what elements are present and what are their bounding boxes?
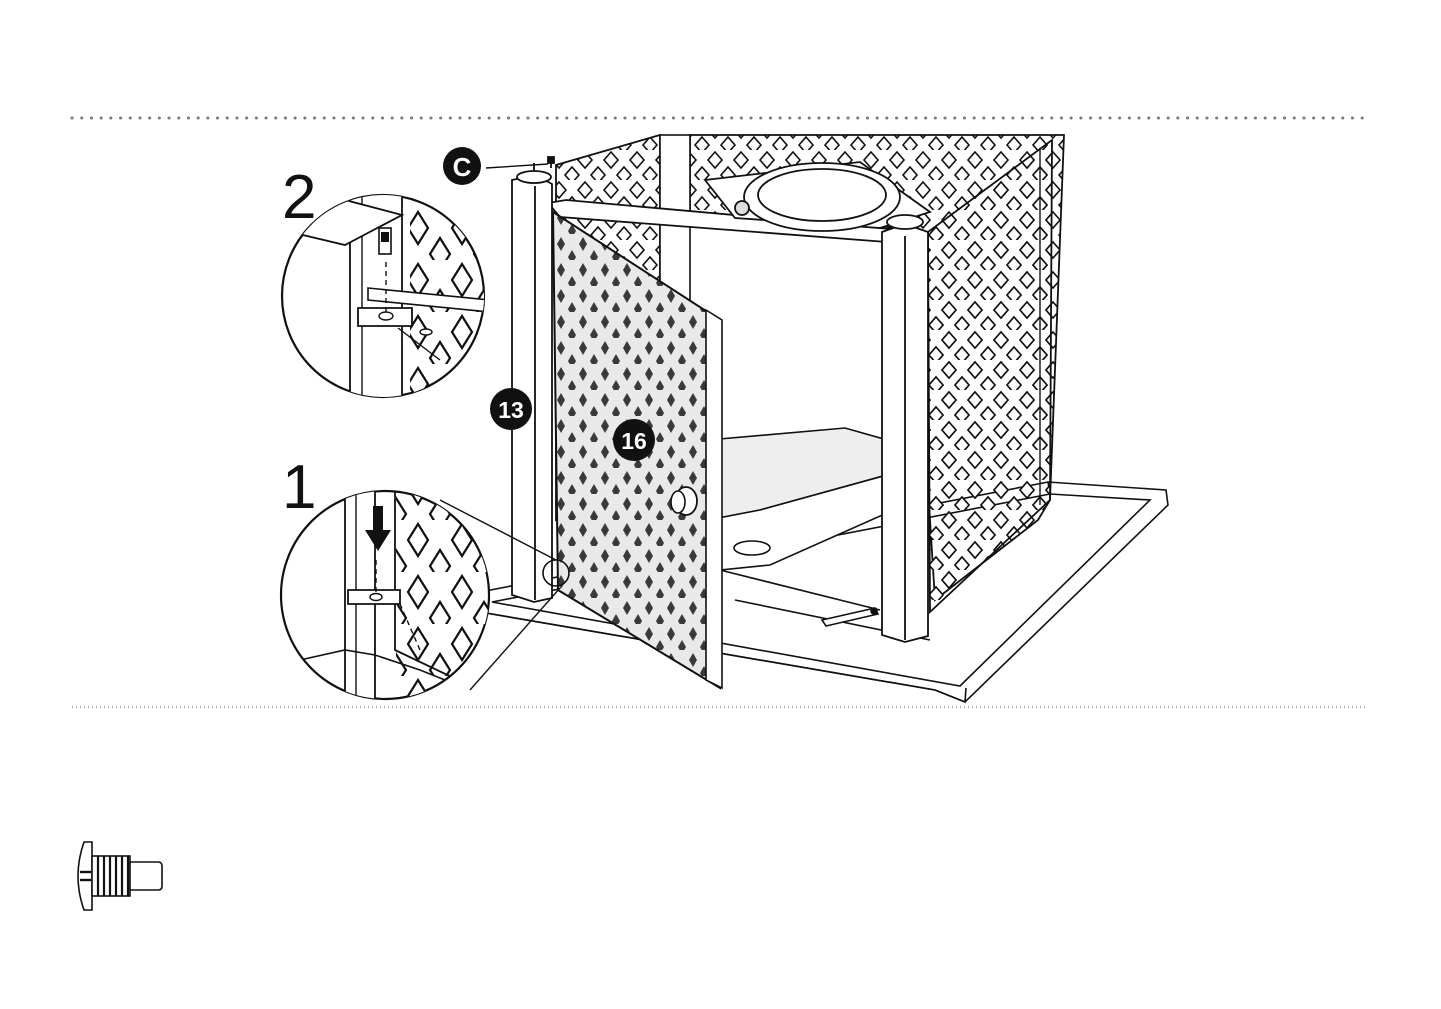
step-number-1: 1 — [282, 453, 316, 522]
screw-icon — [78, 842, 162, 910]
callout-13: 13 — [490, 388, 532, 430]
callout-16-label: 16 — [621, 428, 647, 454]
callout-16: 16 — [613, 419, 655, 461]
step-number-2: 2 — [282, 163, 316, 232]
callout-c: C — [443, 147, 481, 185]
callout-c-label: C — [453, 152, 472, 182]
callout-13-label: 13 — [498, 397, 524, 423]
right-post — [882, 215, 928, 642]
post-13 — [512, 157, 554, 602]
